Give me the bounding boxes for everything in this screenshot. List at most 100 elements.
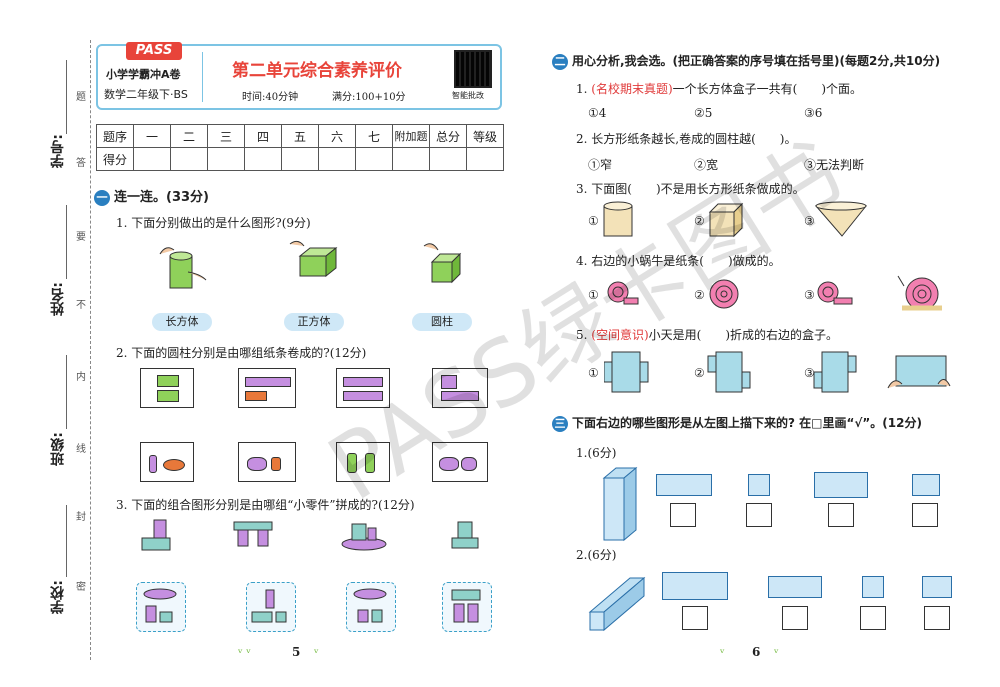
composite-figures [141,519,479,551]
answer-checkbox[interactable] [670,503,696,527]
option[interactable]: ③无法判断 [804,158,865,172]
option[interactable]: ②宽 [694,158,719,172]
page-number-right: 6 [752,645,761,659]
score-cell[interactable] [170,147,208,171]
section3-title-text: 下面右边的哪些图形是从左图上描下来的? 在□里画“√”。(12分) [572,416,922,430]
student-no-label: 学号: [50,134,66,168]
score-cell[interactable] [392,147,430,171]
option[interactable]: ①4 [588,106,607,120]
option[interactable]: ① [588,366,599,380]
score-cell[interactable] [133,147,171,171]
section1-title-text: 连一连。(33分) [114,190,209,205]
option[interactable]: ③ [804,366,815,380]
paper-cone-figure [814,201,868,237]
option[interactable]: ③6 [804,106,823,120]
answer-checkbox[interactable] [828,503,854,527]
seal-char: 不 [76,300,86,311]
strip-option-box[interactable] [140,368,194,408]
composite-figure-2 [233,521,273,547]
qr-caption: 智能批改 [452,91,484,100]
exam-score: 满分:100+10分 [332,92,406,103]
page-title: 第二单元综合素养评价 [232,61,402,81]
cylinder-option-box[interactable] [140,442,194,482]
composite-figure-4 [451,521,479,549]
sprout-icon: ᵥ [720,642,725,656]
score-cell[interactable] [466,147,504,171]
option[interactable]: ① [588,288,599,302]
score-cell[interactable] [207,147,245,171]
answer-checkbox[interactable] [746,503,772,527]
seal-char: 封 [76,512,86,523]
option[interactable]: ③ [804,214,815,228]
score-cell[interactable] [355,147,393,171]
option[interactable]: ② [694,366,705,380]
page-number-left: 5 [292,645,301,659]
seal-char: 线 [76,444,86,455]
school-label: 学校: [50,580,66,614]
folded-box-figure [887,355,951,389]
traced-shape [662,572,728,600]
option[interactable]: ② [694,214,705,228]
answer-checkbox[interactable] [860,606,886,630]
paper-roll-figure [817,281,853,305]
paper-roll-figure [709,279,739,309]
cylinder-making-figure [159,247,207,289]
seal-char: 要 [76,232,86,243]
score-cell[interactable] [244,147,282,171]
class-line [66,355,68,429]
q1-figures [159,240,462,289]
grade-label: 数学二年级下·BS [104,88,188,101]
paper-box-figure [708,202,744,238]
score-table: 题序 一 二 三 四 五 六 七 附加题 总分 等级 得分 [96,124,504,171]
shape-label-cuboid[interactable]: 长方体 [152,313,212,331]
s2-q2: 2. 长方形纸条越长,卷成的圆柱越( )。 [576,132,797,146]
s2-q3: 3. 下面图( )不是用长方形纸条做成的。 [576,182,805,196]
question-tag: (空间意识) [591,328,649,342]
composite-figure-1 [141,519,171,551]
option[interactable]: ②5 [694,106,713,120]
seal-char: 答 [76,158,86,169]
tall-cuboid-figure [602,466,638,542]
answer-checkbox[interactable] [782,606,808,630]
series-name: 小学学霸冲A卷 [106,68,181,81]
answer-checkbox[interactable] [682,606,708,630]
q5-nets [604,351,951,393]
s3-p2: 2.(6分) [576,548,617,562]
table-cell: 七 [355,124,393,148]
option[interactable]: ② [694,288,705,302]
traced-shape [912,474,940,496]
table-cell: 四 [244,124,282,148]
q3-shapes [603,201,868,238]
parts-figures [143,588,481,623]
exam-time: 时间:40分钟 [242,92,299,103]
cylinder-option-box[interactable] [336,442,390,482]
section1-title: 一连一连。(33分) [94,186,209,206]
score-cell[interactable] [281,147,319,171]
section3-title: 三下面右边的哪些图形是从左图上描下来的? 在□里画“√”。(12分) [552,414,922,432]
traced-shape [656,474,712,496]
traced-shape [862,576,884,598]
option[interactable]: ① [588,214,599,228]
answer-checkbox[interactable] [924,606,950,630]
score-cell[interactable] [429,147,467,171]
strip-option-box[interactable] [336,368,390,408]
shape-label-cylinder[interactable]: 圆柱 [412,313,472,331]
box-net-figure [813,351,857,393]
score-cell[interactable] [318,147,356,171]
cylinder-option-box[interactable] [238,442,296,482]
traced-shape [814,472,868,498]
option[interactable]: ①窄 [588,158,613,172]
box-net-figure [604,351,649,393]
strip-option-box[interactable] [238,368,296,408]
qr-code-icon [454,50,492,88]
seal-char: 内 [76,372,86,383]
question-text: 一个长方体盒子一共有( )个面。 [672,82,863,96]
strip-option-box[interactable] [432,368,488,408]
option[interactable]: ③ [804,288,815,302]
shape-label-cube[interactable]: 正方体 [284,313,344,331]
answer-checkbox[interactable] [912,503,938,527]
cylinder-option-box[interactable] [432,442,488,482]
s2-q5: 5. (空间意识)小天是用( )折成的右边的盒子。 [576,328,839,342]
q4-rolls [607,275,942,311]
table-cell: 附加题 [392,124,430,148]
